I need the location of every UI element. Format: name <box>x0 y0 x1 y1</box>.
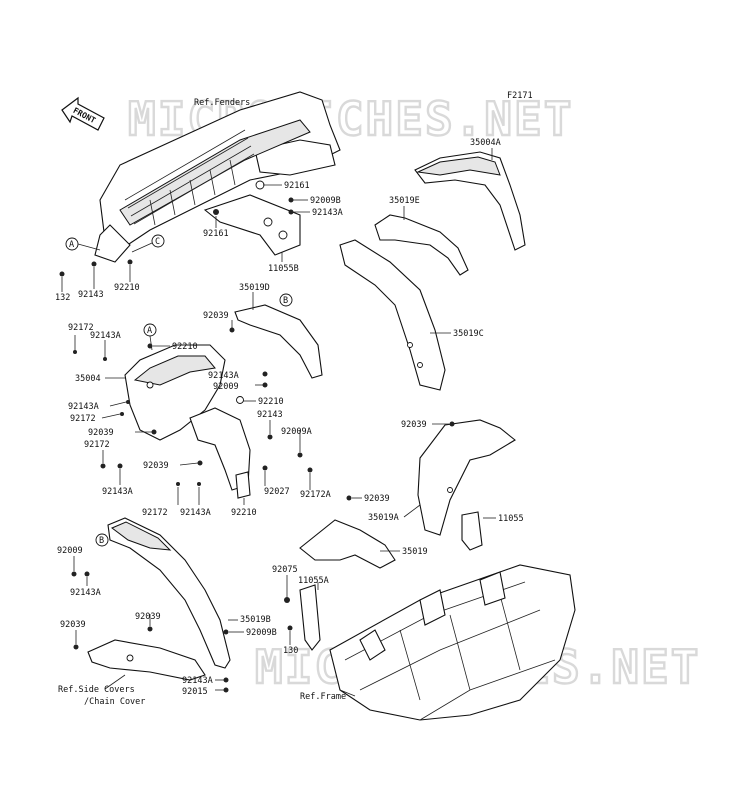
bracket-11055a <box>299 584 321 651</box>
label-92009b-a: 92009B <box>310 196 341 206</box>
callout-b-2: B <box>95 533 109 547</box>
label-92039-a: 92039 <box>203 311 229 321</box>
label-92143a-c: 92143A <box>208 371 239 381</box>
side-cover-bracket <box>87 639 206 681</box>
ref-fenders-label: Ref.Fenders <box>194 98 250 108</box>
label-92015: 92015 <box>182 687 208 697</box>
fender-35019b <box>107 517 231 669</box>
fender-35004 <box>124 344 226 441</box>
label-130: 130 <box>283 646 298 656</box>
label-92172-c: 92172 <box>84 440 110 450</box>
label-92210-b: 92210 <box>172 342 198 352</box>
label-35019c: 35019C <box>453 329 484 339</box>
fender-35019 <box>299 519 396 569</box>
bracket-11055 <box>461 511 483 551</box>
callout-a-2: A <box>143 323 157 351</box>
label-92009-a: 92009 <box>213 382 239 392</box>
label-92143-b: 92143 <box>257 410 283 420</box>
label-92210-d: 92210 <box>231 508 257 518</box>
label-35019: 35019 <box>402 547 428 557</box>
fender-35019e <box>374 214 469 276</box>
label-92172-a: 92172 <box>68 323 94 333</box>
label-92143a-e: 92143A <box>102 487 133 497</box>
svg-text:A: A <box>69 240 74 250</box>
label-11055a: 11055A <box>298 576 329 586</box>
front-grille-assembly <box>94 91 341 263</box>
label-35019e: 35019E <box>389 196 420 206</box>
label-92143a-a: 92143A <box>312 208 343 218</box>
bracket-11055b <box>203 194 301 256</box>
frame <box>329 564 576 721</box>
label-92143a-b: 92143A <box>90 331 121 341</box>
label-92143a-f: 92143A <box>180 508 211 518</box>
label-35004a: 35004A <box>470 138 501 148</box>
ref-chain-cover-label: /Chain Cover <box>84 697 145 707</box>
label-92210-a: 92210 <box>114 283 140 293</box>
fender-35019c <box>339 239 446 391</box>
label-92039-d: 92039 <box>364 494 390 504</box>
label-92039-g: 92039 <box>60 620 86 630</box>
label-92143a-g: 92143A <box>70 588 101 598</box>
label-132: 132 <box>55 293 70 303</box>
ref-frame-label: Ref.Frame <box>300 692 346 702</box>
fender-35019d <box>234 304 323 379</box>
label-35019b: 35019B <box>240 615 271 625</box>
fasteners <box>59 180 455 693</box>
label-11055: 11055 <box>498 514 524 524</box>
label-92172-d: 92172 <box>142 508 168 518</box>
label-92009b-b: 92009B <box>246 628 277 638</box>
label-92039-b: 92039 <box>88 428 114 438</box>
label-92161-b: 92161 <box>203 229 229 239</box>
diagram-id: F2171 <box>507 91 533 101</box>
label-92009a: 92009A <box>281 427 312 437</box>
label-35004: 35004 <box>75 374 101 384</box>
label-92172-b: 92172 <box>70 414 96 424</box>
label-92009-b: 92009 <box>57 546 83 556</box>
svg-text:B: B <box>283 296 288 306</box>
label-92027: 92027 <box>264 487 290 497</box>
callout-c-1: C <box>131 234 165 253</box>
svg-text:A: A <box>147 326 152 336</box>
label-92039-c: 92039 <box>143 461 169 471</box>
label-92161-a: 92161 <box>284 181 310 191</box>
part-labels: 35004A 35019E 35019C 92161 92009B 92143A… <box>55 138 524 707</box>
label-92075: 92075 <box>272 565 298 575</box>
label-92143a-d: 92143A <box>68 402 99 412</box>
label-92143a-h: 92143A <box>182 676 213 686</box>
leader-lines <box>61 148 496 697</box>
front-arrow-icon: FRONT <box>61 96 105 131</box>
label-92039-f: 92039 <box>135 612 161 622</box>
label-35019d: 35019D <box>239 283 270 293</box>
label-92210-c: 92210 <box>258 397 284 407</box>
label-92172a: 92172A <box>300 490 331 500</box>
label-92039-e: 92039 <box>401 420 427 430</box>
label-11055b: 11055B <box>268 264 299 274</box>
fender-35004a <box>414 151 526 251</box>
svg-text:C: C <box>155 237 160 247</box>
ref-side-covers-label: Ref.Side Covers <box>58 685 135 695</box>
label-35019a: 35019A <box>368 513 399 523</box>
mud-flap <box>189 407 251 499</box>
fender-35019a <box>417 419 516 536</box>
label-92143-a: 92143 <box>78 290 104 300</box>
callout-b-1: B <box>279 293 293 307</box>
svg-text:B: B <box>99 536 104 546</box>
callout-a-1: A <box>65 237 101 251</box>
